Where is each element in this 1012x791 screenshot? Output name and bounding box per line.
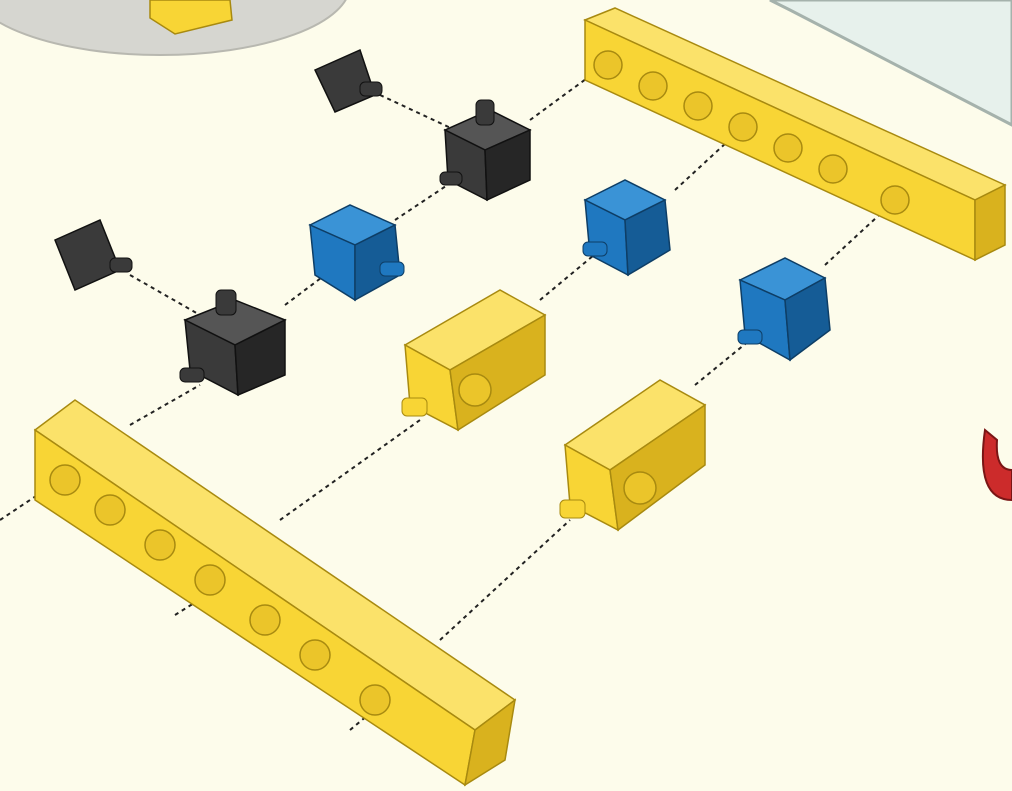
black-cube-lower — [179, 289, 287, 397]
yellow-brick-lower — [559, 379, 707, 532]
black-cube-upper — [439, 99, 532, 202]
next-step-panel-icon — [769, 0, 1012, 127]
submodel-callout-icon — [0, 0, 347, 56]
rotate-arrow-icon — [981, 428, 1012, 502]
black-pin-tab-upper — [313, 48, 383, 113]
blue-cube-left — [308, 204, 405, 302]
yellow-beam-top — [583, 7, 1007, 262]
black-pin-tab-lower — [54, 218, 133, 292]
yellow-brick-upper — [401, 289, 547, 432]
blue-cube-right — [737, 257, 831, 362]
blue-cube-middle — [582, 179, 671, 277]
yellow-beam-bottom — [33, 399, 517, 787]
